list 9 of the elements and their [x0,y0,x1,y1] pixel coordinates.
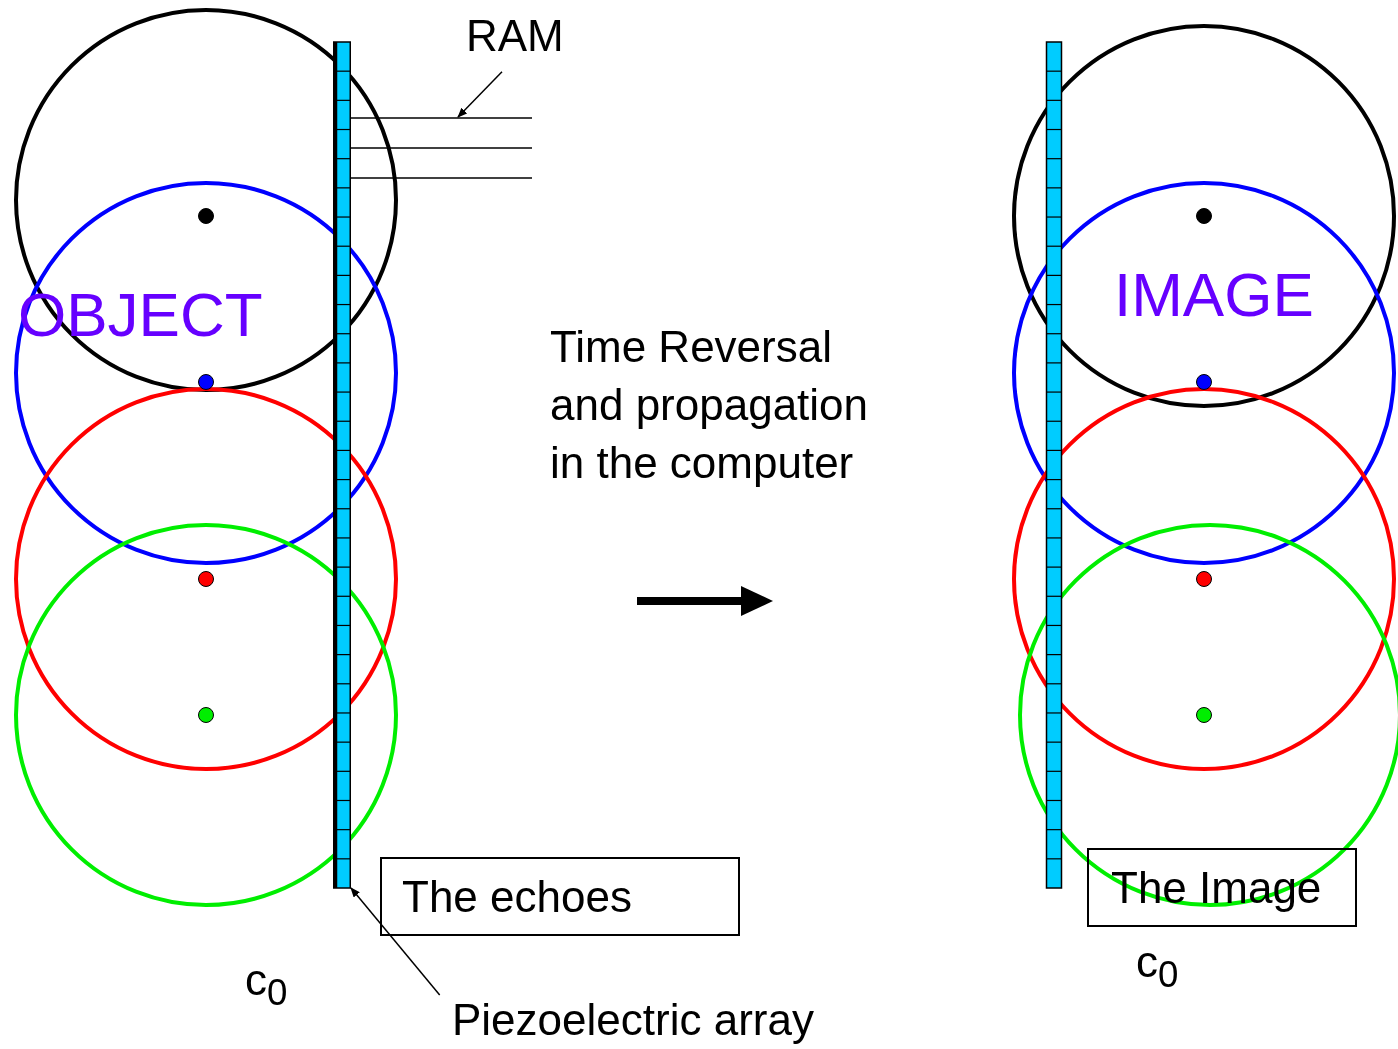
description-text: Time Reversal and propagation in the computer [550,321,870,489]
wave-speed-label: c$_{0}$ [1136,940,1179,994]
ram-label: RAM [466,14,565,58]
image-label: IMAGE [1114,264,1314,326]
wave-speed-label: c$_{0}$ [245,958,288,1012]
leader-line [457,71,503,118]
echoes-box: The echoes [380,857,740,936]
leader-line [350,887,441,996]
array-label: Piezoelectric array [452,998,815,1042]
